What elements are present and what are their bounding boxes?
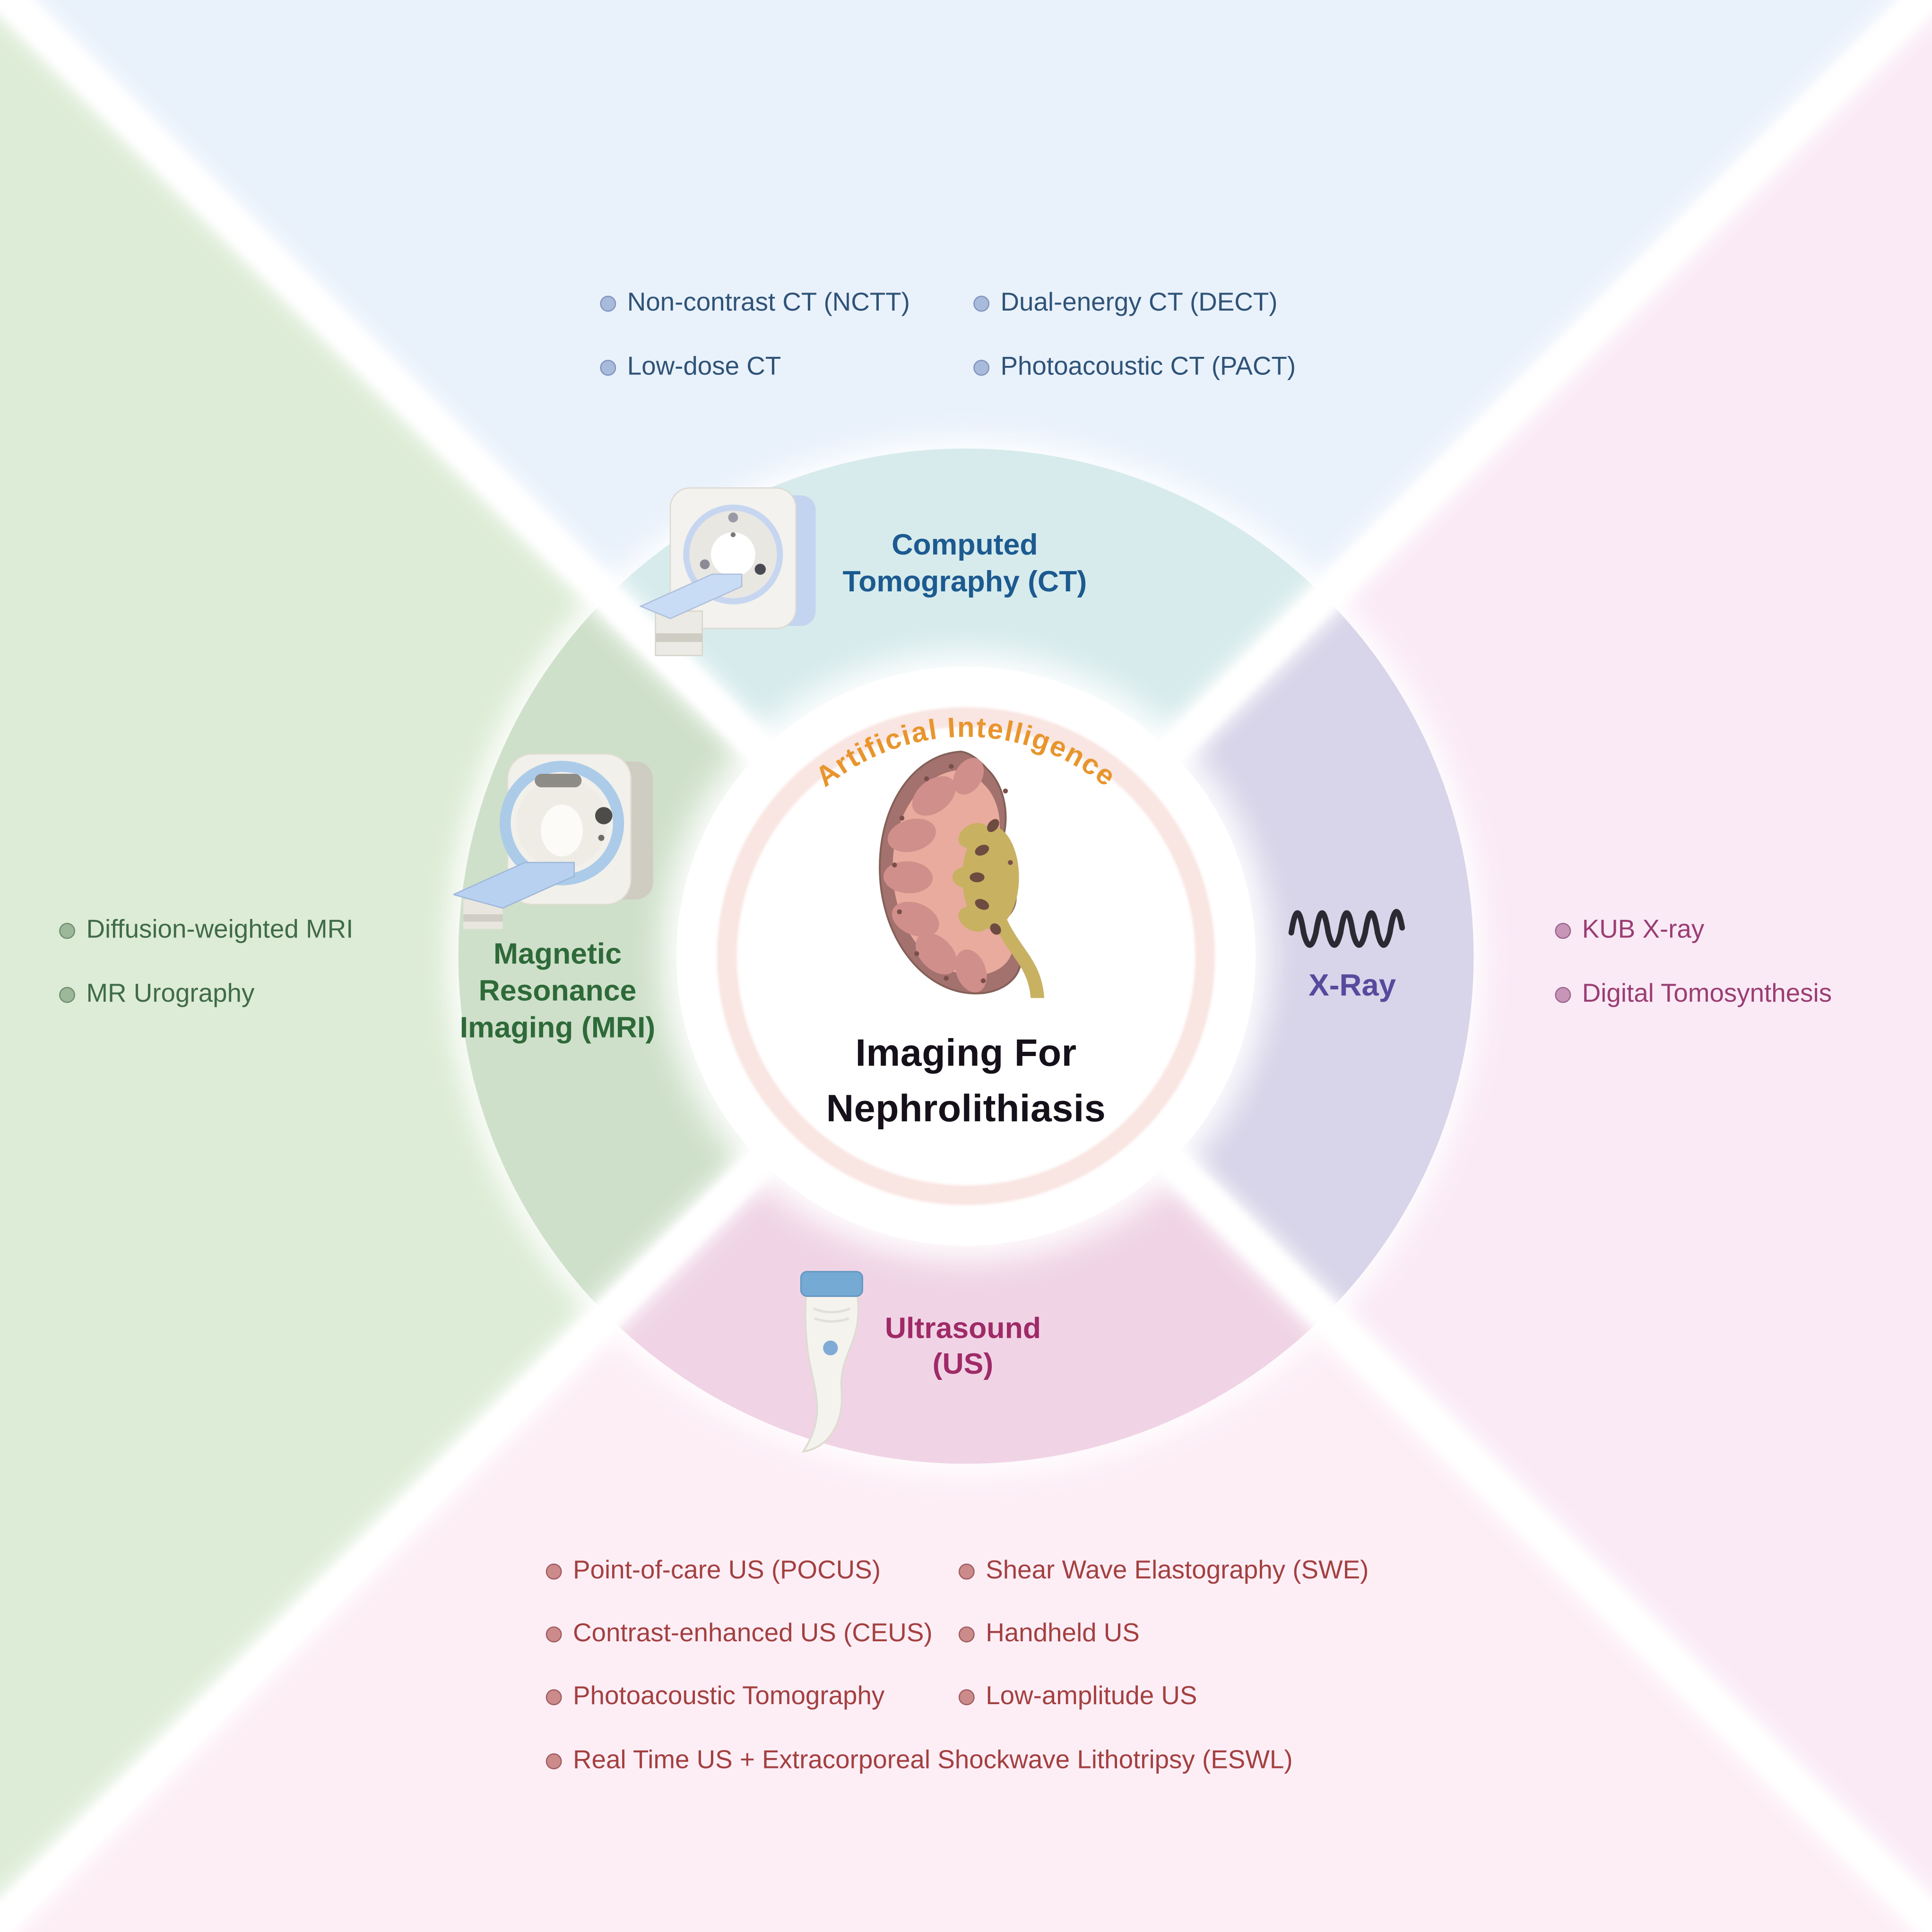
us-item-label: Photoacoustic Tomography: [573, 1681, 885, 1710]
us-item-label: Real Time US + Extracorporeal Shockwave …: [573, 1746, 1293, 1775]
figure-title: Imaging For Nephrolithiasis: [658, 1025, 1274, 1136]
bullet-dot-icon: [973, 295, 990, 312]
bullet-dot-icon: [59, 922, 75, 938]
list-item-ct: Low-dose CT: [600, 351, 781, 383]
bullet-dot-icon: [958, 1626, 975, 1642]
bullet-dot-icon: [973, 359, 990, 375]
list-item-mri: Diffusion-weighted MRI: [59, 914, 353, 946]
figure-title-line: Nephrolithiasis: [826, 1086, 1106, 1130]
ct-item-label: Low-dose CT: [627, 352, 781, 381]
bullet-dot-icon: [59, 986, 75, 1003]
mri-label-line: Magnetic: [493, 937, 622, 971]
mri-label: Magnetic Resonance Imaging (MRI): [407, 936, 709, 1048]
ct-item-label: Non-contrast CT (NCTT): [627, 288, 910, 317]
list-item-us: Real Time US + Extracorporeal Shockwave …: [546, 1745, 1293, 1777]
us-label-line: Ultrasound: [884, 1312, 1041, 1346]
us-label: Ultrasound (US): [818, 1311, 1108, 1382]
list-item-ct: Dual-energy CT (DECT): [973, 287, 1277, 319]
list-item-us: Contrast-enhanced US (CEUS): [546, 1618, 933, 1650]
ct-label: Computed Tomography (CT): [811, 528, 1119, 601]
list-item-us: Shear Wave Elastography (SWE): [958, 1555, 1369, 1587]
list-item-us: Point-of-care US (POCUS): [546, 1555, 881, 1587]
bullet-dot-icon: [600, 295, 616, 312]
mri-item-label: MR Urography: [86, 979, 255, 1008]
xray-label-line: X-Ray: [1308, 968, 1396, 1003]
xray-item-label: Digital Tomosynthesis: [1582, 979, 1832, 1008]
list-item-xray: Digital Tomosynthesis: [1555, 979, 1832, 1011]
list-item-us: Photoacoustic Tomography: [546, 1681, 885, 1713]
bullet-dot-icon: [546, 1626, 562, 1642]
us-label-line: (US): [932, 1348, 994, 1381]
bullet-dot-icon: [600, 359, 616, 375]
us-item-label: Contrast-enhanced US (CEUS): [573, 1619, 933, 1647]
ct-item-label: Dual-energy CT (DECT): [1000, 288, 1278, 317]
bullet-dot-icon: [1555, 922, 1571, 938]
list-item-mri: MR Urography: [59, 979, 254, 1011]
us-item-label: Point-of-care US (POCUS): [573, 1556, 881, 1585]
mri-item-label: Diffusion-weighted MRI: [86, 915, 354, 944]
bullet-dot-icon: [546, 1689, 562, 1705]
mri-label-line: Resonance: [478, 974, 637, 1008]
us-item-label: Shear Wave Elastography (SWE): [986, 1556, 1369, 1585]
mri-scanner-icon: [453, 753, 653, 929]
bullet-dot-icon: [1555, 986, 1571, 1003]
ultrasound-probe-icon: [800, 1271, 863, 1453]
figure-title-line: Imaging For: [855, 1031, 1077, 1074]
ct-scanner-icon: [639, 487, 816, 656]
us-item-label: Handheld US: [986, 1619, 1140, 1647]
bullet-dot-icon: [546, 1563, 562, 1579]
ct-label-line: Tomography (CT): [842, 565, 1087, 599]
list-item-xray: KUB X-ray: [1555, 914, 1704, 946]
kidney-icon: [879, 751, 1045, 998]
list-item-ct: Non-contrast CT (NCTT): [600, 287, 910, 319]
bullet-dot-icon: [546, 1752, 562, 1769]
ct-label-line: Computed: [892, 528, 1038, 562]
xray-item-label: KUB X-ray: [1582, 915, 1705, 944]
us-item-label: Low-amplitude US: [986, 1681, 1197, 1710]
mri-label-line: Imaging (MRI): [459, 1011, 656, 1045]
ct-item-label: Photoacoustic CT (PACT): [1000, 352, 1296, 381]
xray-wave-icon: [1288, 909, 1405, 948]
list-item-us: Handheld US: [958, 1618, 1140, 1650]
list-item-us: Low-amplitude US: [958, 1681, 1197, 1713]
list-item-ct: Photoacoustic CT (PACT): [973, 351, 1296, 383]
bullet-dot-icon: [958, 1689, 975, 1705]
bullet-dot-icon: [958, 1563, 975, 1579]
xray-label: X-Ray: [1282, 969, 1423, 1003]
